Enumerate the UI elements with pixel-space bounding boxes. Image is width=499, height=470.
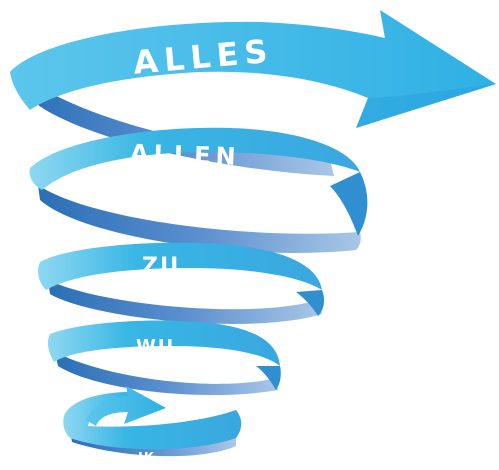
zij-band-front [38,242,322,290]
allen-band-back [38,185,361,253]
ik-label: IK [138,451,155,466]
zij-band-back [48,280,322,324]
alles-band-back [20,72,334,176]
zij-label: ZIJ [142,254,180,279]
alles-arrow-shade [356,84,496,128]
ik-band-back [70,430,236,457]
allen-band-edge [330,172,368,236]
wij-band-back [55,352,278,396]
wij-band-front [47,320,281,366]
ik-arrow-icon [86,386,166,426]
zij-band-edge [296,290,325,316]
wij-label: WIJ [136,336,175,357]
allen-label: ALLEN [130,139,242,171]
allen-band-front [29,127,360,190]
wij-band-edge [256,366,281,390]
